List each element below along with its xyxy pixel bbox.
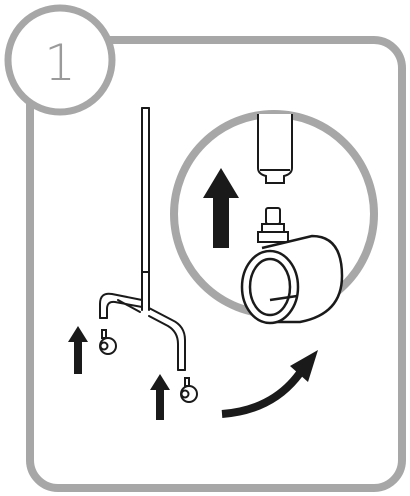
caster-wheel-icon xyxy=(240,234,344,325)
rack-stand-icon xyxy=(99,107,186,371)
curved-arrow-icon xyxy=(221,350,318,418)
arrow-up-icon xyxy=(68,326,88,374)
caster-wheel-icon xyxy=(180,377,198,403)
arrow-up-icon xyxy=(150,374,170,420)
step-panel xyxy=(26,36,406,492)
arrow-up-icon xyxy=(203,168,239,248)
step-badge: 1 xyxy=(4,4,116,116)
step-number: 1 xyxy=(44,34,76,92)
caster-wheel-icon xyxy=(99,329,117,355)
zoom-detail-circle xyxy=(170,110,378,325)
